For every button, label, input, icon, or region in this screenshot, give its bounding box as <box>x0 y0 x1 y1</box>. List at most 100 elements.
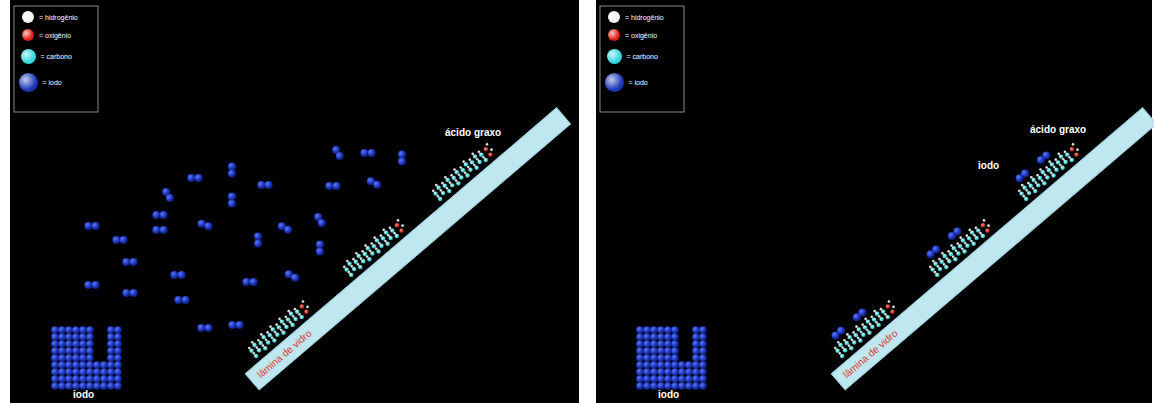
panel-ground <box>10 0 579 403</box>
carbon-atom <box>295 310 299 314</box>
iodine-atom <box>664 347 672 355</box>
legend-entry: = oxigênio <box>608 29 657 41</box>
iodine-atom <box>114 347 122 355</box>
carbon-atom <box>938 267 942 271</box>
carbon-atom <box>375 238 379 242</box>
carbon-atom <box>354 260 358 264</box>
iodine-atom <box>664 333 672 341</box>
oxygen-atom <box>1070 147 1074 151</box>
carbon-atom <box>468 168 472 172</box>
iodine-atom <box>86 382 94 390</box>
carbon-atom <box>1036 183 1040 187</box>
iodine-atom <box>636 368 644 376</box>
iodine-atom <box>170 271 178 279</box>
legend-text: = iodo <box>629 78 648 87</box>
iodine-atom <box>316 248 324 256</box>
iodine-atom <box>692 354 700 362</box>
legend-swatch <box>22 29 34 41</box>
iodine-atom <box>671 333 679 341</box>
iodine-atom <box>84 222 92 230</box>
iodine-atom <box>65 326 73 334</box>
iodine-atom <box>692 340 700 348</box>
iodine-atom <box>107 368 115 376</box>
iodine-atom <box>51 375 59 383</box>
iodine-atom <box>58 347 66 355</box>
iodine-atom <box>51 368 59 376</box>
carbon-atom <box>845 341 849 345</box>
iodine-atom <box>228 321 236 329</box>
carbon-atom <box>381 236 385 240</box>
iodine-atom <box>398 150 406 158</box>
iodine-atom <box>58 382 66 390</box>
carbon-atom <box>1060 166 1064 170</box>
oxygen-atom <box>395 223 399 227</box>
oxygen-atom <box>300 304 304 308</box>
iodine-atom <box>79 347 87 355</box>
carbon-atom <box>852 340 856 344</box>
iodine-atom <box>643 382 651 390</box>
carbon-atom <box>976 228 980 232</box>
carbon-atom <box>461 168 465 172</box>
carbon-atom <box>372 244 376 248</box>
oxygen-atom <box>890 310 894 314</box>
iodine-atom <box>657 326 665 334</box>
iodine-atom <box>58 326 66 334</box>
carbon-atom <box>290 323 294 327</box>
carbon-atom <box>289 312 293 316</box>
carbon-atom <box>263 346 267 350</box>
carbon-atom <box>367 257 371 261</box>
iodine-atom <box>368 149 376 157</box>
hydrogen-atom <box>486 143 489 146</box>
iodine-atom <box>107 375 115 383</box>
carbon-atom <box>1033 189 1037 193</box>
carbon-atom <box>379 244 383 248</box>
legend-swatch <box>19 73 38 92</box>
iodine-atom <box>86 347 94 355</box>
iodine-atom <box>120 236 128 244</box>
iodine-atom <box>51 347 59 355</box>
legend-text: = hidrogênio <box>39 13 78 22</box>
iodine-atom <box>636 382 644 390</box>
carbon-atom <box>949 252 953 256</box>
iodine-atom <box>182 296 190 304</box>
fatty-acid-label: ácido graxo <box>445 127 501 139</box>
carbon-atom <box>875 312 879 316</box>
iodine-atom <box>650 368 658 376</box>
iodine-atom <box>671 382 679 390</box>
iodine-atom <box>100 368 108 376</box>
iodine-atom <box>678 375 686 383</box>
carbon-atom <box>857 327 861 331</box>
legend-text: = oxigênio <box>39 31 71 40</box>
iodine-atom <box>72 382 80 390</box>
legend-entry: = iodo <box>19 73 62 92</box>
iodine-atom <box>685 368 693 376</box>
iodine-atom <box>51 340 59 348</box>
iodine-atom <box>79 354 87 362</box>
carbon-atom <box>840 354 844 358</box>
carbon-atom <box>1041 170 1045 174</box>
iodine-atom <box>114 333 122 341</box>
iodine-atom <box>65 340 73 348</box>
iodine-atom <box>72 354 80 362</box>
carbon-atom <box>863 325 867 329</box>
carbon-atom <box>479 152 483 156</box>
carbon-atom <box>1027 191 1031 195</box>
iodine-atom <box>671 375 679 383</box>
iodine-atom <box>316 240 324 248</box>
iodine-label: iodo <box>73 389 94 401</box>
carbon-atom <box>1059 154 1063 158</box>
iodine-atom <box>65 375 73 383</box>
iodine-atom <box>254 232 262 240</box>
iodine-atom <box>79 326 87 334</box>
iodine-atom <box>858 309 866 317</box>
iodine-atom <box>636 333 644 341</box>
iodine-atom <box>336 152 344 160</box>
molecules <box>51 143 1079 390</box>
iodine-atom <box>58 340 66 348</box>
carbon-atom <box>395 234 399 238</box>
carbon-atom <box>281 331 285 335</box>
carbon-atom <box>459 175 463 179</box>
carbon-atom <box>386 242 390 246</box>
iodine-atom <box>1042 151 1050 159</box>
iodine-atom <box>650 375 658 383</box>
